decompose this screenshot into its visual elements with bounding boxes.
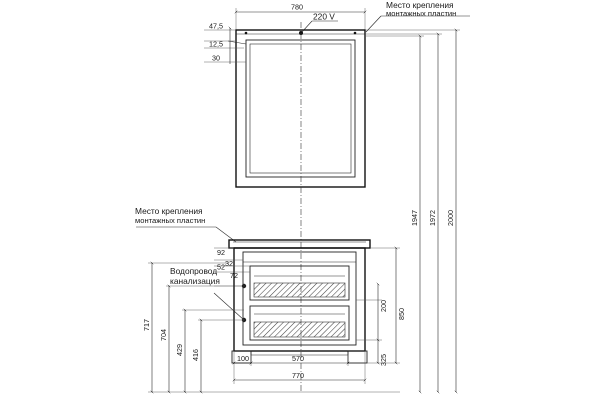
drawer-hatch — [253, 321, 346, 338]
mirror-power-label: 220 V — [313, 12, 335, 22]
mirror-offset-frame: 30 — [212, 54, 220, 63]
cabinet-sewer-label: канализация — [170, 276, 220, 286]
mirror-width-label: 780 — [291, 3, 303, 12]
cabinet-dim-717: 717 — [142, 319, 151, 331]
mount-point-icon — [244, 31, 248, 35]
mirror-mount-label-line1: Место крепления — [386, 0, 454, 10]
mount-point-icon — [353, 31, 357, 35]
cabinet-dim-52: 52 — [217, 263, 225, 272]
mirror-drawing: 780 220 V Место крепления монтажных плас… — [204, 0, 470, 392]
height-1947: 1947 — [410, 210, 419, 226]
mirror-mount-label-line2: монтажных пластин — [386, 9, 456, 18]
cabinet-dim-770: 770 — [292, 371, 304, 380]
cabinet-dim-325: 325 — [379, 354, 388, 366]
cabinet-dim-429: 429 — [175, 344, 184, 356]
cabinet-dim-570: 570 — [292, 354, 304, 363]
cabinet-mount-label-line1: Место крепления — [135, 206, 203, 216]
cabinet-dim-850: 850 — [397, 308, 406, 320]
height-1972: 1972 — [428, 210, 437, 226]
height-2000: 2000 — [446, 210, 455, 226]
cabinet-dim-704: 704 — [159, 329, 168, 341]
mirror-offset-top: 47,5 — [209, 22, 223, 31]
cabinet-drawing: Место крепления монтажных пластин Водопр… — [135, 206, 406, 394]
cabinet-water-label: Водопровод — [170, 266, 217, 276]
drawer-hatch — [253, 282, 346, 298]
cabinet-dim-200: 200 — [379, 300, 388, 312]
cabinet-mount-label-line2: монтажных пластин — [135, 216, 205, 225]
cabinet-dim-92: 92 — [217, 248, 225, 257]
cabinet-dim-100: 100 — [237, 354, 249, 363]
mirror-offset-mid: 12,5 — [209, 40, 223, 49]
cabinet-dim-32: 32 — [225, 259, 233, 268]
cabinet-dim-416: 416 — [191, 349, 200, 361]
cabinet-dim-72: 72 — [230, 271, 238, 280]
overall-heights: 1947 1972 2000 — [365, 28, 460, 394]
